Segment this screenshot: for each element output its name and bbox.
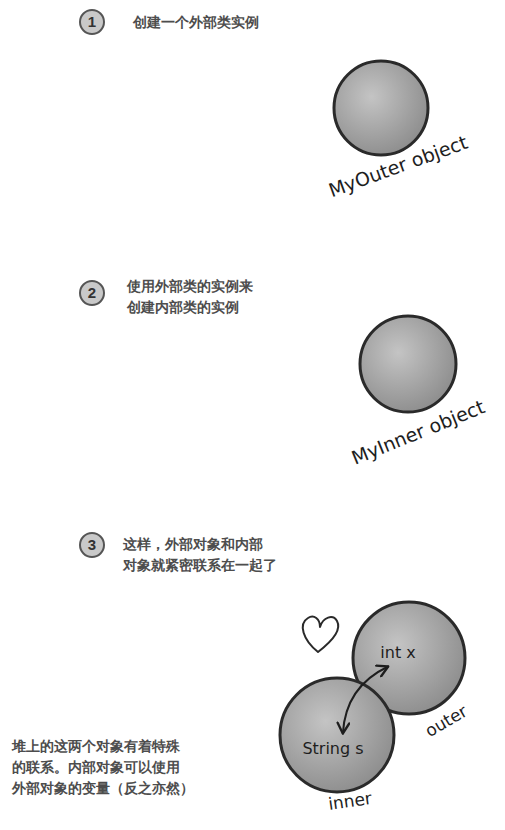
object-label: MyOuter object — [326, 131, 471, 202]
callout-number: 2 — [79, 280, 105, 306]
callout-number: 1 — [79, 9, 105, 35]
object-circle: MyInner object — [359, 315, 457, 413]
object-circle: String sinner — [279, 677, 395, 793]
object-label: MyInner object — [348, 395, 487, 468]
step-text: 使用外部类的实例来 创建内部类的实例 — [127, 276, 261, 318]
heart-doodle — [303, 617, 338, 652]
object-label: outer — [421, 701, 470, 741]
object-circle: int xouter — [352, 601, 466, 715]
note-text: 堆上的这两个对象有着特殊 的联系。内部对象可以使用 外部对象的变量（反之亦然） — [12, 736, 202, 799]
field-text: int x — [380, 643, 415, 662]
object-circle: MyOuter object — [333, 60, 429, 156]
circle-outline — [277, 675, 397, 795]
circle-outline — [357, 313, 459, 415]
step-text: 创建一个外部类实例 — [133, 12, 273, 33]
step-text: 这样，外部对象和内部 对象就紧密联系在一起了 — [123, 534, 285, 576]
object-label: inner — [327, 788, 373, 814]
field-text: String s — [302, 739, 363, 758]
callout-number: 3 — [79, 532, 105, 558]
circle-outline — [331, 58, 431, 158]
